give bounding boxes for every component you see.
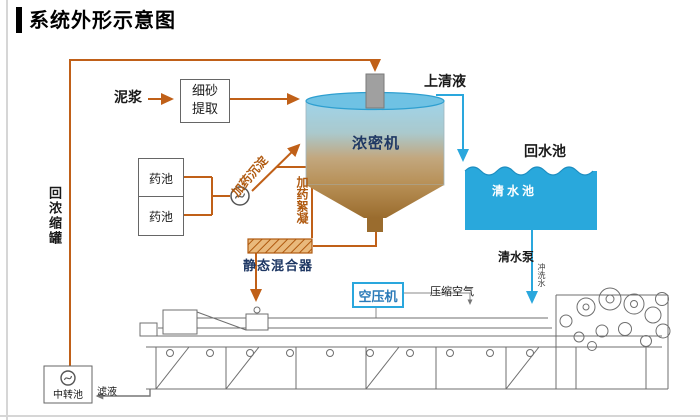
chemical-pool-box-1: 药池 [138,158,184,198]
sand-extractor-label: 细砂提取 [191,84,218,117]
return-water-tank [464,166,597,230]
bottom-edge-line [0,415,700,417]
compressed-air-label: 压缩空气 [430,285,474,298]
left-edge-line [6,0,8,420]
chemical-pool-1-label: 药池 [148,171,173,186]
clear-pump-label: 清水泵 [498,250,535,264]
chemical-pool-2-label: 药池 [148,209,173,224]
dosing-pump-icon [230,186,250,206]
supernatant-label: 上清液 [424,74,466,90]
agitator-pipe [365,73,385,109]
dose-flocculate-label: 加药絮凝 [295,176,309,224]
transfer-pool-label: 中转池 [53,390,83,401]
clear-pool-label: 清水池 [492,184,538,198]
blue-pipes [436,94,538,304]
chemical-pool-box-2: 药池 [138,196,184,236]
filtrate-label: 滤液 [97,387,117,398]
air-compressor-box: 空压机 [352,282,404,308]
mud-label: 泥浆 [114,90,142,106]
transfer-pool-box [43,365,93,404]
return-thickener-pipe-label: 回浓缩罐 [46,186,61,246]
thickener-tank [305,73,445,232]
transfer-pump-icon [60,370,76,386]
static-mixer-body [247,238,313,254]
thickener-label: 浓密机 [352,134,401,152]
page-title: 系统外形示意图 [16,7,176,33]
belt-filter-press-machine [139,287,671,390]
filtrate-line [95,389,151,400]
static-mixer-label: 静态混合器 [243,259,314,274]
flush-water-label: 冲洗水 [537,263,546,287]
return-pool-label: 回水池 [524,144,566,160]
sand-extractor-box: 细砂提取 [180,79,230,123]
air-compressor-label: 空压机 [358,289,398,305]
